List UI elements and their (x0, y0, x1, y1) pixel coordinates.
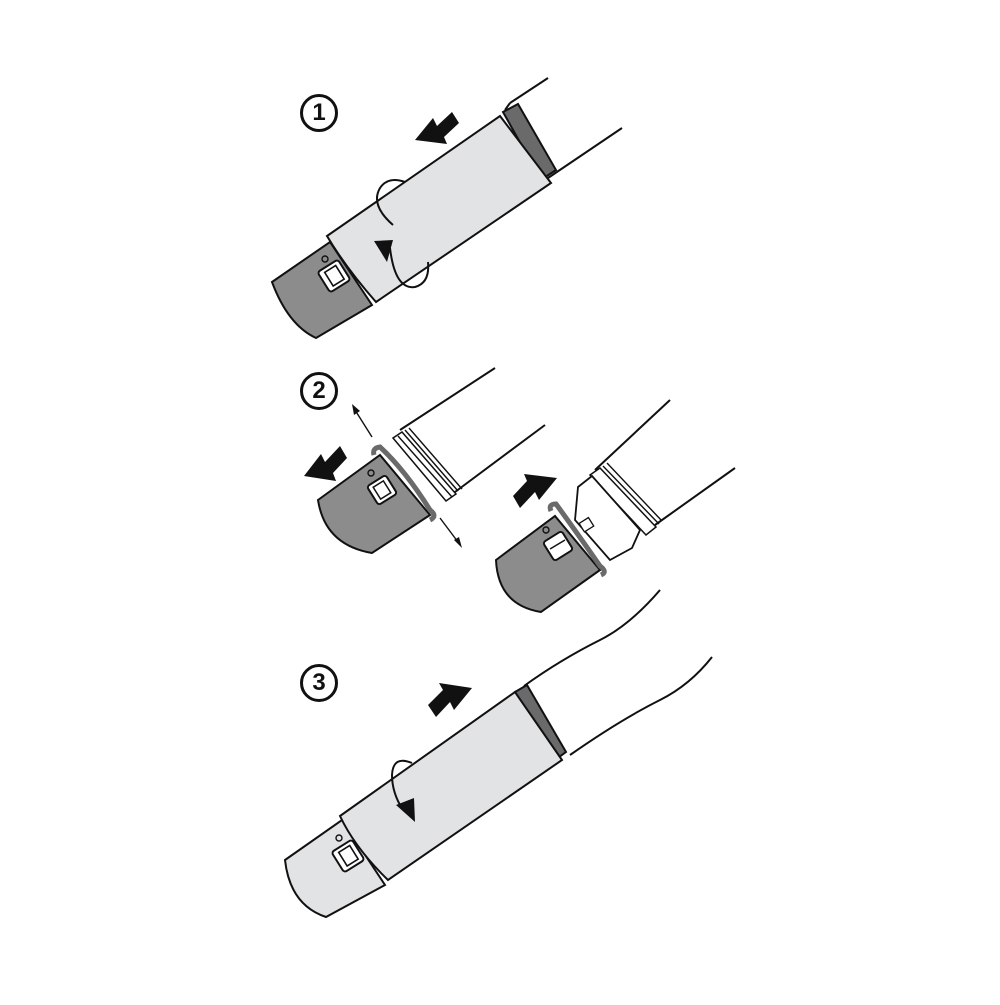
switch-off-mark-icon (321, 255, 329, 263)
step-2-number: 2 (312, 377, 326, 404)
step-3-number: 3 (312, 669, 326, 696)
step-1-push-arrow-icon (415, 112, 459, 144)
step-2-right-push-arrow-icon (513, 474, 557, 508)
step-3-switch (331, 834, 365, 873)
step-3-sleeve (338, 690, 564, 882)
step-1-badge: 1 (300, 94, 338, 132)
step-3-badge: 3 (300, 664, 338, 702)
step-2-left-push-arrow-icon (304, 446, 347, 481)
step-2-badge: 2 (300, 372, 338, 410)
step-2-expand-arrows-icon (352, 404, 462, 548)
step-2-right-retaining-ring (547, 501, 607, 578)
step-3-tube (523, 589, 713, 756)
step-1-rotate-arrow-icon (374, 179, 430, 289)
step-2-left-dark-cap (316, 453, 432, 555)
step-2-removal-illustration (304, 367, 546, 555)
step-1-sleeve (325, 114, 553, 304)
step-1-switch (317, 255, 351, 293)
step-1-illustration (270, 77, 623, 340)
step-3-illustration (283, 589, 713, 919)
step-1-number: 1 (312, 99, 326, 126)
step-1-dark-cap (270, 240, 374, 340)
step-3-rotate-arrow-icon (390, 759, 415, 822)
step-2-right-switch (542, 526, 574, 562)
step-2-right-connector (574, 462, 663, 562)
step-3-light-cap (283, 818, 387, 919)
step-2-left-connector (391, 427, 463, 503)
step-2-left-retaining-ring (371, 444, 437, 523)
step-3-push-arrow-icon (428, 683, 472, 717)
step-2-left-switch (366, 469, 398, 506)
step-2-install-illustration (494, 399, 736, 614)
step-2-right-dark-cap (494, 514, 602, 614)
step-1-tube (504, 77, 623, 179)
